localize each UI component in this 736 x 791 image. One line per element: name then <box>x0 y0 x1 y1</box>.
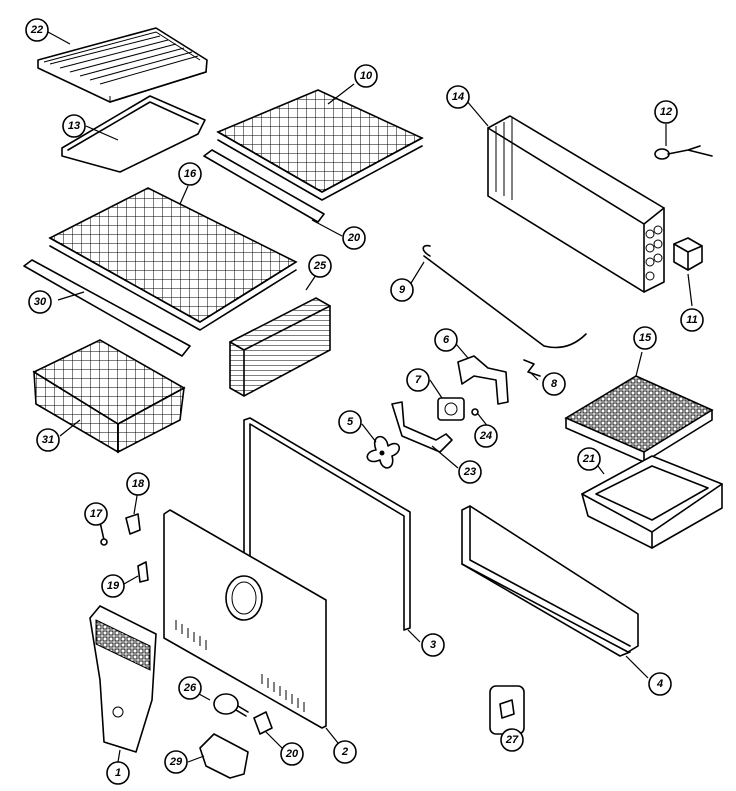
part-6-bracket <box>457 355 509 405</box>
svg-text:22: 22 <box>30 24 43 36</box>
svg-text:9: 9 <box>399 284 406 296</box>
callout-12: 12 <box>654 100 678 124</box>
part-28-socket <box>253 711 273 735</box>
callout-2: 2 <box>333 740 357 764</box>
svg-text:20: 20 <box>347 232 361 244</box>
svg-text:19: 19 <box>107 580 120 592</box>
callout-20-lower: 20 <box>280 742 304 766</box>
part-16-wire-shelf <box>48 187 298 331</box>
callout-22: 22 <box>25 18 49 42</box>
svg-text:20: 20 <box>285 748 299 760</box>
callout-16: 16 <box>178 162 202 186</box>
part-17-screw <box>99 521 108 546</box>
callout-20-upper: 20 <box>342 226 366 250</box>
part-19-clip <box>137 561 149 583</box>
part-9-heater <box>422 244 587 349</box>
callout-21: 21 <box>577 447 601 471</box>
svg-text:24: 24 <box>479 430 492 442</box>
svg-text:1: 1 <box>115 767 121 779</box>
callout-14: 14 <box>446 85 470 109</box>
callout-25: 25 <box>308 254 332 278</box>
svg-text:8: 8 <box>551 378 558 390</box>
callout-9: 9 <box>390 278 414 302</box>
svg-text:12: 12 <box>660 106 672 118</box>
svg-text:2: 2 <box>341 746 348 758</box>
svg-text:6: 6 <box>443 334 450 346</box>
callout-18: 18 <box>126 472 150 496</box>
svg-text:16: 16 <box>184 168 197 180</box>
callout-1: 1 <box>106 761 130 785</box>
svg-text:23: 23 <box>463 466 476 478</box>
svg-text:5: 5 <box>347 416 354 428</box>
part-27-switch-insert <box>489 685 525 735</box>
callout-15: 15 <box>633 326 657 350</box>
callout-31: 31 <box>36 428 60 452</box>
callout-7: 7 <box>406 368 430 392</box>
part-2-rear-panel <box>163 509 327 729</box>
part-26-light-bulb <box>213 693 249 717</box>
part-7-fan-motor <box>437 397 465 421</box>
callout-6: 6 <box>434 328 458 352</box>
svg-text:29: 29 <box>169 756 183 768</box>
svg-text:3: 3 <box>430 639 436 651</box>
svg-text:30: 30 <box>34 296 47 308</box>
svg-text:13: 13 <box>68 120 80 132</box>
part-4-crisper-rail <box>461 505 639 657</box>
callout-29: 29 <box>164 750 188 774</box>
svg-text:17: 17 <box>90 508 103 520</box>
callout-5: 5 <box>338 410 362 434</box>
part-25-ribbed-shelf <box>229 297 331 397</box>
part-23-motor-mount <box>391 401 453 453</box>
callout-11: 11 <box>680 308 704 332</box>
part-31-wire-basket <box>32 339 186 454</box>
part-1-control-housing <box>89 605 157 753</box>
part-24-screw <box>471 408 479 416</box>
part-10-wire-shelf <box>216 89 424 201</box>
callout-19: 19 <box>101 574 125 598</box>
part-18-knob <box>125 513 141 535</box>
callout-17: 17 <box>84 502 108 526</box>
part-29-light-shield <box>199 733 249 779</box>
part-30-rail-lower <box>23 259 191 357</box>
svg-text:25: 25 <box>313 260 327 272</box>
part-8-clip <box>523 359 541 377</box>
part-14-evaporator <box>487 115 665 293</box>
callout-26: 26 <box>178 676 202 700</box>
callout-3: 3 <box>421 633 445 657</box>
part-21-ice-bin <box>581 455 723 549</box>
svg-text:26: 26 <box>183 682 197 694</box>
svg-text:7: 7 <box>415 374 422 386</box>
svg-text:10: 10 <box>360 70 373 82</box>
svg-text:27: 27 <box>505 734 519 746</box>
part-11-defrost-block <box>673 237 703 271</box>
svg-text:21: 21 <box>582 453 595 465</box>
callout-30: 30 <box>28 290 52 314</box>
callout-27: 27 <box>500 728 524 752</box>
part-12-thermostat <box>654 145 713 160</box>
svg-text:31: 31 <box>42 434 54 446</box>
part-20-rail-upper <box>203 149 325 223</box>
callout-24: 24 <box>474 424 498 448</box>
svg-text:4: 4 <box>656 678 663 690</box>
part-13-shelf-frame <box>61 95 206 173</box>
callout-4: 4 <box>648 672 672 696</box>
part-22-shelf-cover <box>37 27 208 103</box>
svg-text:15: 15 <box>639 332 652 344</box>
callout-23: 23 <box>458 460 482 484</box>
callout-8: 8 <box>542 372 566 396</box>
callout-10: 10 <box>354 64 378 88</box>
part-5-fan-blade <box>366 435 400 469</box>
svg-text:14: 14 <box>452 91 464 103</box>
callout-13: 13 <box>62 114 86 138</box>
svg-text:18: 18 <box>132 478 145 490</box>
svg-text:11: 11 <box>686 314 697 326</box>
